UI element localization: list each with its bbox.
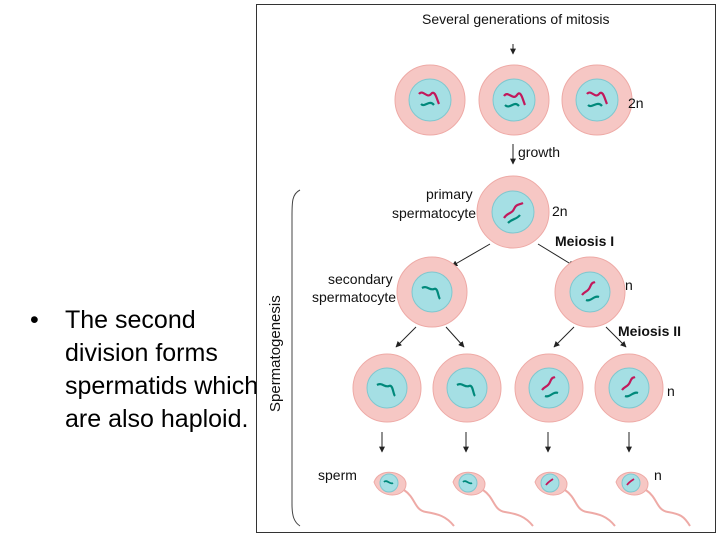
primary-spermatocyte-label-1: primary (426, 186, 473, 202)
bullet-dot: • (30, 306, 39, 334)
sperm-cell-4 (615, 471, 691, 527)
mitosis-cell-3 (561, 64, 633, 136)
secondary-spermatocyte-label-2: spermatocyte (312, 289, 396, 305)
ploidy-n-secondary: n (625, 277, 633, 293)
arrow-meiosis1-left (451, 243, 491, 267)
title-label: Several generations of mitosis (422, 11, 610, 27)
ploidy-n-sperm: n (654, 467, 662, 483)
spermatogenesis-diagram: Several generations of mitosis 2n growth… (256, 4, 716, 533)
sperm-cell-3 (534, 471, 616, 527)
spermatid-cell-2 (432, 353, 502, 423)
arrow-meiosis2-2 (445, 326, 465, 348)
ploidy-n-spermatid: n (667, 383, 675, 399)
mitosis-cell-2 (478, 64, 550, 136)
bullet-list: • The second division forms spermatids w… (30, 304, 260, 436)
growth-label: growth (518, 144, 560, 160)
arrow-meiosis1-right (537, 243, 575, 267)
arrow-meiosis2-4 (605, 326, 627, 348)
spermatid-cell-1 (352, 353, 422, 423)
bullet-text: The second division forms spermatids whi… (65, 306, 259, 433)
sperm-cell-2 (452, 471, 534, 527)
sperm-cell-1 (373, 471, 455, 527)
spermatid-cell-3 (514, 353, 584, 423)
mitosis-cell-1 (394, 64, 466, 136)
sperm-label: sperm (318, 467, 357, 483)
spermatogenesis-bracket (291, 189, 301, 527)
primary-spermatocyte-cell (476, 175, 550, 249)
spermatogenesis-figure: Several generations of mitosis 2n growth… (256, 4, 716, 534)
primary-spermatocyte-label-2: spermatocyte (392, 205, 476, 221)
spermatid-cell-4 (594, 353, 664, 423)
ploidy-2n-primary: 2n (552, 203, 568, 219)
spermatogenesis-vertical-label: Spermatogenesis (267, 295, 284, 412)
secondary-spermatocyte-label-1: secondary (328, 271, 393, 287)
arrow-meiosis2-3 (553, 326, 575, 348)
meiosis-2-label: Meiosis II (618, 323, 681, 339)
meiosis-1-label: Meiosis I (555, 233, 614, 249)
ploidy-2n-mitosis: 2n (628, 95, 644, 111)
secondary-spermatocyte-cell-right (554, 256, 626, 328)
secondary-spermatocyte-cell-left (396, 256, 468, 328)
arrow-meiosis2-1 (395, 326, 417, 348)
